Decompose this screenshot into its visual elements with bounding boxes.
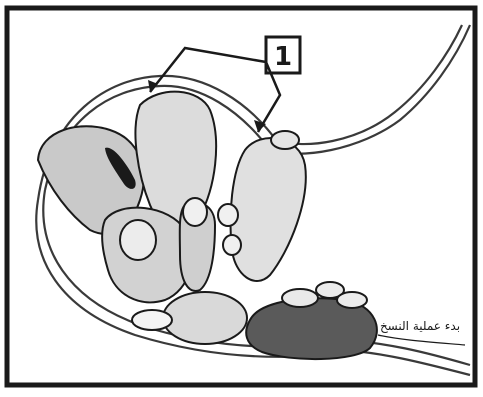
protein-base-left-oval (132, 310, 172, 330)
protein-small-ring-3 (223, 235, 241, 255)
protein-small-ring-1 (183, 198, 207, 226)
polymerase-top-oval-3 (337, 292, 367, 308)
protein-top-right-nub (271, 131, 299, 149)
protein-small-ring-4 (120, 220, 156, 260)
polymerase-top-oval-1 (282, 289, 318, 307)
protein-small-ring-2 (218, 204, 238, 226)
protein-base-oval (163, 292, 247, 344)
callout-label: 1 (274, 42, 292, 72)
note-text: بدء عملية النسخ (380, 319, 460, 333)
